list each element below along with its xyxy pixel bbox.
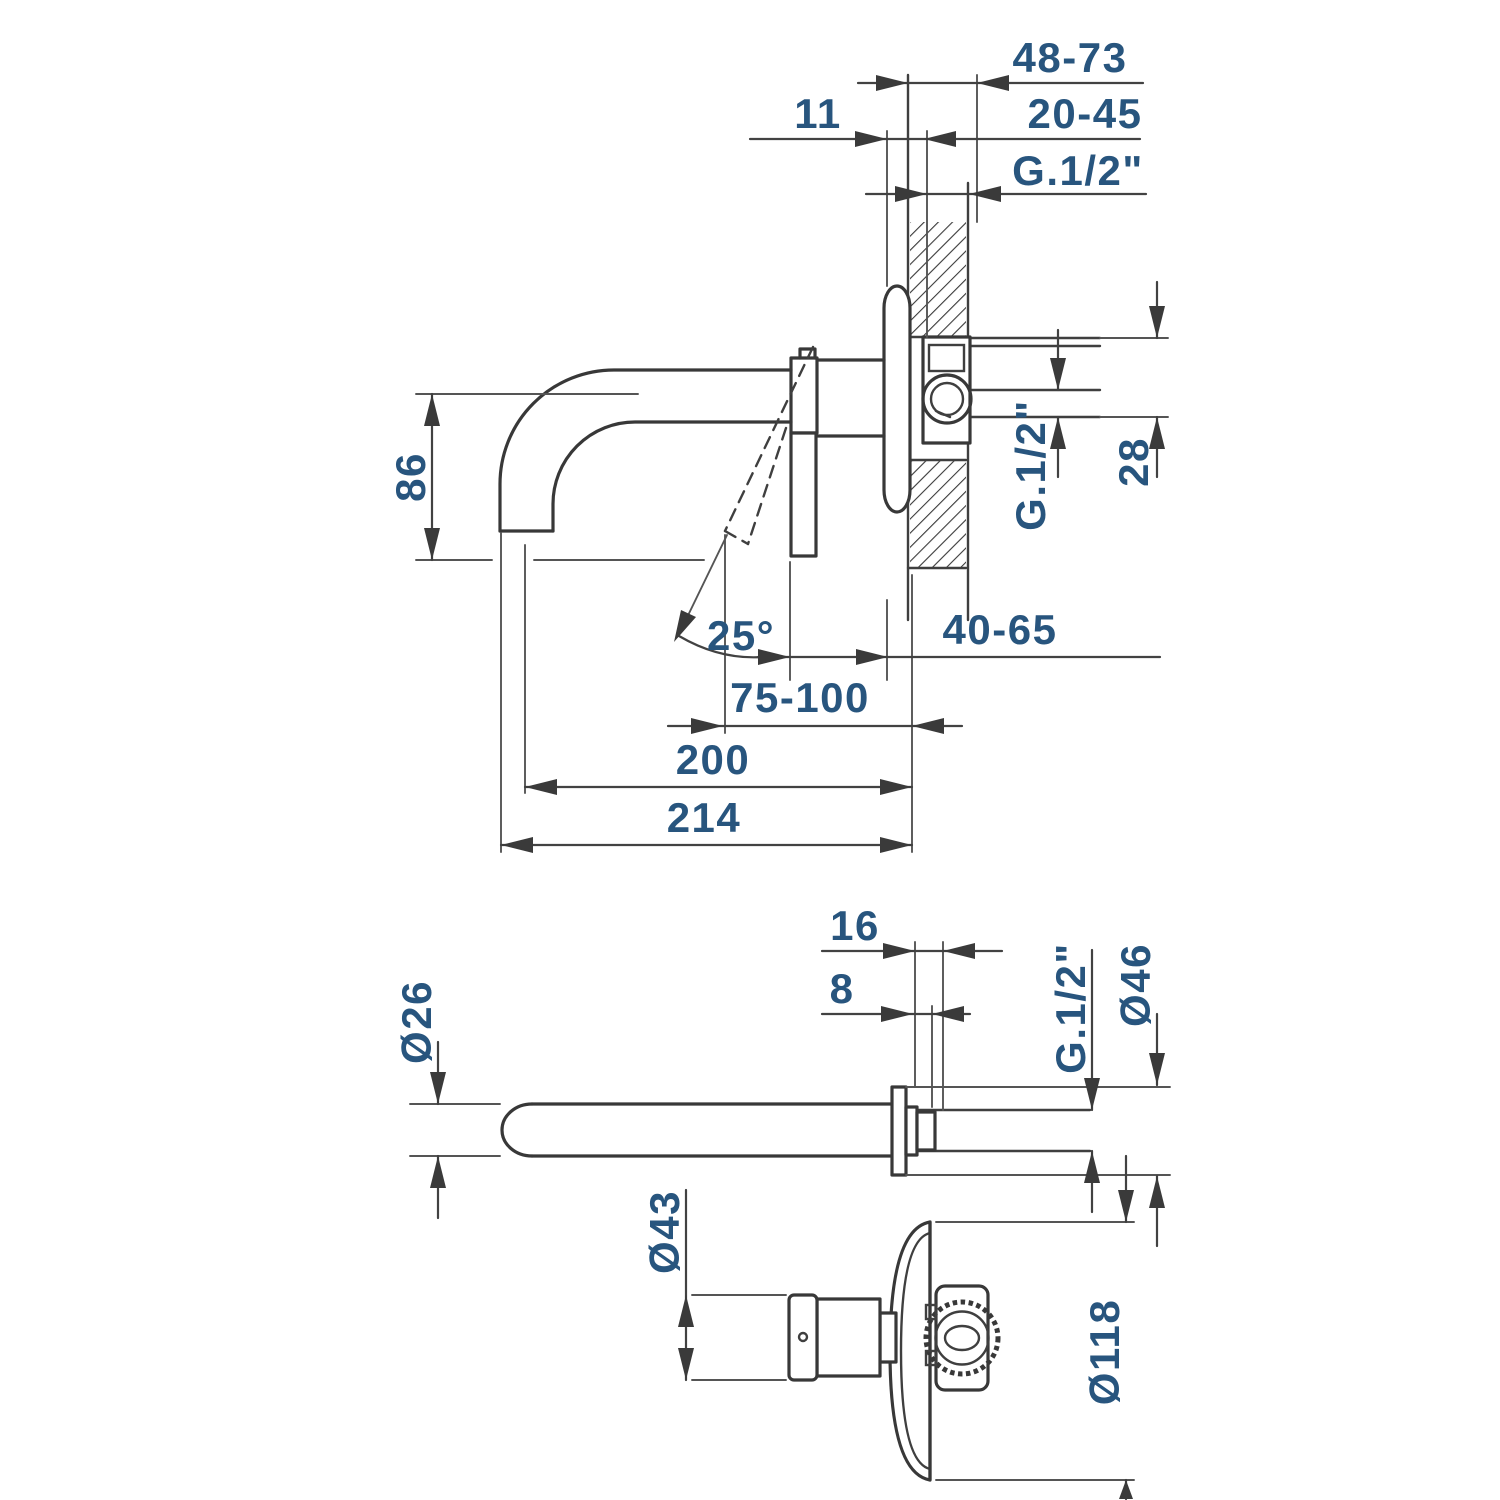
wall-section — [906, 73, 970, 622]
label-214: 214 — [667, 794, 742, 841]
label-86: 86 — [387, 452, 434, 502]
valve-top-port — [927, 343, 966, 373]
label-28: 28 — [1110, 437, 1157, 487]
label-d118: Ø118 — [1081, 1299, 1128, 1405]
valve-body — [921, 335, 973, 445]
dim-flange-diameter — [1149, 1012, 1165, 1248]
extension-lines-side — [415, 74, 978, 853]
dim-plate-thickness-plan — [820, 1006, 972, 1022]
handle-rosette — [789, 431, 818, 558]
spout-rosette — [789, 356, 819, 435]
label-g12-plan: G.1/2" — [1047, 942, 1094, 1074]
dim-thread-plan — [1084, 948, 1100, 1214]
spout-collar — [815, 358, 886, 438]
label-d26: Ø26 — [393, 980, 440, 1064]
dim-lever-angle — [674, 534, 765, 734]
handle-neck — [878, 1311, 898, 1364]
pipe-stubs — [968, 336, 1169, 419]
handle-cap — [787, 1293, 819, 1382]
dim-inlet-offset — [1149, 280, 1165, 479]
dim-plate-diameter — [1118, 1154, 1134, 1500]
label-20-45: 20-45 — [1028, 90, 1143, 137]
dim-body-depth — [756, 649, 1162, 665]
label-16: 16 — [830, 902, 880, 949]
spout — [498, 368, 793, 533]
label-75-100: 75-100 — [730, 674, 870, 721]
dim-spout-drop — [424, 392, 440, 562]
dim-spout-diameter — [430, 1040, 446, 1220]
wall-plate-side — [882, 284, 912, 514]
dim-offset-top — [856, 75, 1145, 91]
rosette-cap — [798, 347, 817, 360]
dim-thread-side — [1050, 328, 1066, 479]
label-11: 11 — [794, 90, 841, 137]
spout-nut — [904, 1105, 919, 1157]
label-g12-side: G.1/2" — [1007, 399, 1054, 531]
cartridge-knurl-ring — [923, 1299, 1001, 1377]
spout-tip — [500, 1102, 534, 1158]
label-200: 200 — [676, 736, 751, 783]
valve-outlet-port — [921, 373, 973, 425]
label-48-73: 48-73 — [1013, 34, 1128, 81]
label-40-65: 40-65 — [943, 606, 1058, 653]
dim-total-projection — [499, 837, 914, 853]
label-d46: Ø46 — [1112, 943, 1159, 1027]
dim-thread-top — [864, 186, 1148, 202]
handle-body — [815, 1297, 882, 1378]
spout-thread-collar — [915, 1110, 937, 1152]
valve-plan — [787, 1220, 1001, 1482]
lever-open-position — [723, 345, 815, 546]
wall-hatch-lower — [910, 460, 966, 568]
spout-plan — [500, 1085, 1092, 1177]
dim-plate-to-collar — [820, 943, 1004, 959]
spout-flange — [890, 1085, 908, 1177]
side-view: 48-73 11 20-45 G.1/2" 86 28 G.1/2" 25° 4… — [387, 34, 1169, 853]
label-8: 8 — [830, 965, 855, 1012]
label-d43: Ø43 — [641, 1190, 688, 1274]
handle-pin — [797, 1331, 809, 1343]
dim-handle-diameter — [678, 1188, 694, 1382]
label-25deg: 25° — [707, 612, 775, 659]
dim-lever-reach — [666, 718, 964, 734]
dim-spout-projection — [523, 779, 914, 795]
dim-plate-and-roughin — [748, 131, 1142, 147]
label-g12-top: G.1/2" — [1012, 147, 1144, 194]
wall-hatch-upper — [910, 222, 966, 337]
plan-view: 16 8 G.1/2" Ø46 Ø26 Ø43 Ø118 — [393, 902, 1171, 1500]
